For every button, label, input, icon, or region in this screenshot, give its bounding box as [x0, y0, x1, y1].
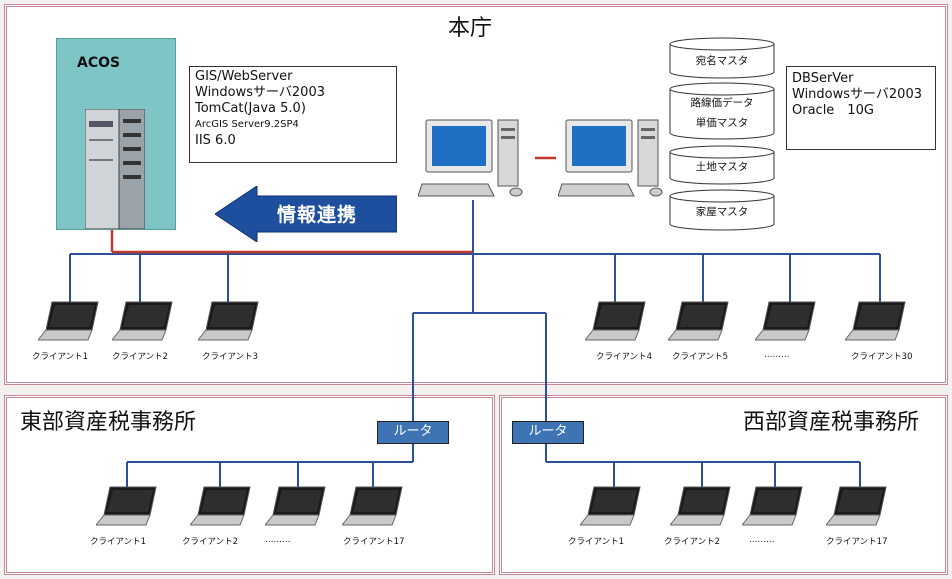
router-east: ルータ	[377, 421, 449, 444]
laptop-icon	[342, 486, 403, 526]
gis-line-5: IIS 6.0	[195, 133, 236, 148]
info-link-label: 情報連携	[277, 204, 358, 226]
db-cylinder-1: 宛名マスタ	[669, 37, 775, 79]
db-line-2: Windowsサーバ2003	[792, 87, 922, 102]
laptop-icon	[585, 301, 646, 341]
db-cylinder-3: 土地マスタ	[669, 145, 775, 185]
client-label: ………	[265, 535, 291, 545]
db-cylinder-2: 路線価データ 単価マスタ	[669, 82, 775, 140]
acos-box: ACOS	[56, 38, 176, 230]
database-icon	[669, 145, 775, 185]
laptop-icon	[670, 486, 731, 526]
laptop-icon	[845, 301, 906, 341]
honcho-title: 本庁	[448, 16, 493, 41]
laptop-icon	[755, 301, 816, 341]
client-label: クライアント2	[112, 352, 169, 362]
gis-line-3: TomCat(Java 5.0)	[195, 101, 306, 116]
acos-label: ACOS	[77, 55, 121, 71]
gis-server-computer-icon	[418, 119, 523, 197]
client-label: クライアント2	[182, 537, 239, 547]
laptop-icon	[742, 486, 803, 526]
gis-line-2: Windowsサーバ2003	[195, 85, 325, 100]
mainframe-icon	[85, 109, 145, 229]
laptop-icon	[38, 301, 99, 341]
db-label-4: 家屋マスタ	[695, 206, 749, 218]
client-label: クライアント2	[664, 537, 721, 547]
client-label: クライアント5	[672, 352, 729, 362]
laptop-icon	[580, 486, 641, 526]
laptop-icon	[198, 301, 259, 341]
gis-server-info: GIS/WebServer Windowsサーバ2003 TomCat(Java…	[189, 66, 397, 163]
client-label: ………	[749, 535, 775, 545]
client-label: クライアント1	[90, 537, 147, 547]
client-label: ………	[764, 350, 790, 360]
db-server-computer-icon	[558, 119, 663, 197]
client-label: クライアント30	[851, 352, 913, 362]
router-west: ルータ	[512, 421, 584, 444]
client-label: クライアント17	[343, 537, 405, 547]
gis-line-4: ArcGIS Server9.2SP4	[195, 119, 299, 130]
gis-line-1: GIS/WebServer	[195, 69, 293, 84]
east-title: 東部資産税事務所	[20, 410, 197, 435]
db-label-1: 宛名マスタ	[695, 55, 749, 67]
laptop-icon	[826, 486, 887, 526]
client-label: クライアント4	[596, 352, 653, 362]
db-label-3: 土地マスタ	[695, 161, 749, 173]
laptop-icon	[96, 486, 157, 526]
db-cylinder-4: 家屋マスタ	[669, 189, 775, 231]
db-label-2a: 路線価データ	[690, 97, 754, 109]
db-line-1: DBSerVer	[792, 71, 854, 86]
client-label: クライアント3	[202, 352, 259, 362]
database-icon	[669, 37, 775, 79]
db-server-info: DBSerVer Windowsサーバ2003 Oracle 10G	[786, 66, 936, 150]
client-label: クライアント17	[826, 537, 888, 547]
database-icon	[669, 189, 775, 231]
client-label: クライアント1	[32, 352, 89, 362]
laptop-icon	[112, 301, 173, 341]
info-link-arrow	[215, 186, 397, 242]
database-icon	[669, 82, 775, 140]
db-label-2b: 単価マスタ	[695, 117, 749, 129]
client-label: クライアント1	[568, 537, 625, 547]
west-title: 西部資産税事務所	[743, 410, 920, 435]
db-line-3: Oracle 10G	[792, 103, 874, 118]
laptop-icon	[668, 301, 729, 341]
laptop-icon	[190, 486, 251, 526]
laptop-icon	[265, 486, 326, 526]
